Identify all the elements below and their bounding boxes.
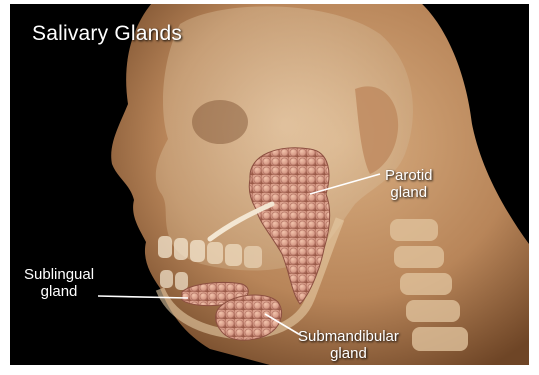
- sublingual-label-line1: Sublingual: [24, 266, 94, 283]
- sublingual-label: Sublingual gland: [24, 266, 94, 300]
- eye-orbit: [192, 100, 248, 144]
- submandibular-label-line1: Submandibular: [298, 328, 399, 345]
- submandibular-label: Submandibular gland: [298, 328, 399, 362]
- parotid-label-line2: gland: [385, 184, 433, 201]
- diagram-title: Salivary Glands: [32, 22, 182, 46]
- salivary-glands-illustration: Salivary Glands Parotid gland Sublingual…: [10, 4, 529, 365]
- parotid-label: Parotid gland: [385, 167, 433, 201]
- parotid-label-line1: Parotid: [385, 167, 433, 184]
- sublingual-label-line2: gland: [24, 283, 94, 300]
- anatomy-artwork: [10, 4, 529, 365]
- submandibular-label-line2: gland: [298, 345, 399, 362]
